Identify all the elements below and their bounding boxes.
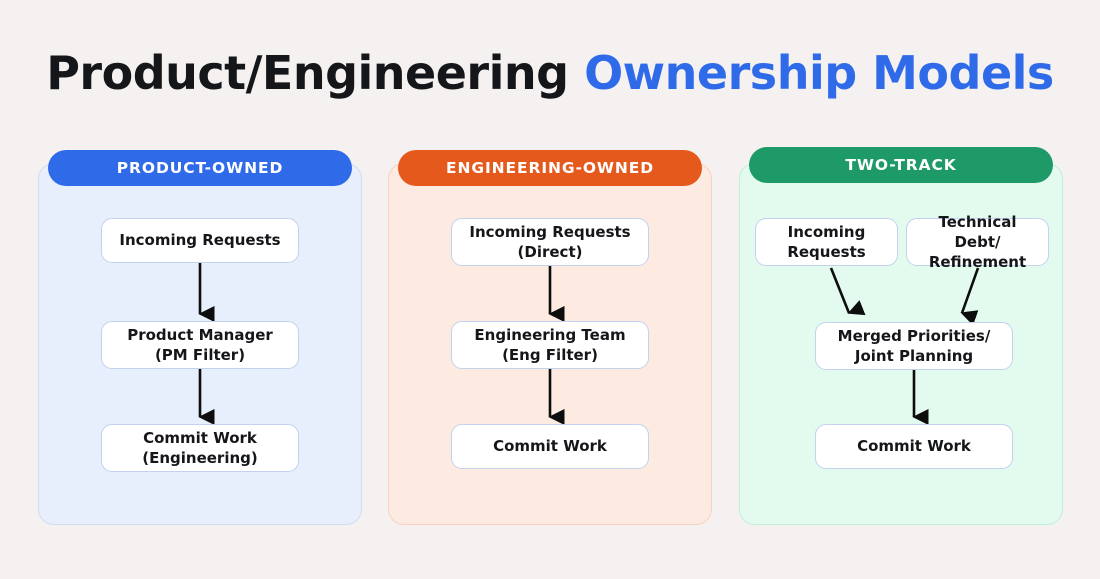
node-commit-work-c3[interactable]: Commit Work (815, 424, 1013, 469)
node-line-1: Engineering Team (474, 325, 626, 344)
node-line-2: Refinement (928, 253, 1027, 272)
page-title-accent: Ownership Models (584, 46, 1054, 100)
node-line-1: Technical Debt/ (938, 212, 1017, 251)
node-line-2: (PM Filter) (154, 346, 246, 364)
node-line-1: Commit Work (143, 428, 257, 447)
node-engineering-team[interactable]: Engineering Team (Eng Filter) (451, 321, 649, 369)
node-line-2: (Engineering) (142, 449, 258, 467)
header-two-track: TWO-TRACK (749, 147, 1053, 183)
page-title: Product/Engineering Ownership Models (0, 48, 1100, 99)
header-engineering-owned: ENGINEERING-OWNED (398, 150, 702, 186)
node-line-1: Incoming (787, 222, 866, 241)
node-line-2: Joint Planning (854, 347, 974, 365)
header-product-owned: PRODUCT-OWNED (48, 150, 352, 186)
node-merged-priorities[interactable]: Merged Priorities/ Joint Planning (815, 322, 1013, 370)
node-line-1: Incoming Requests (469, 222, 631, 241)
node-incoming-requests-c2[interactable]: Incoming Requests (Direct) (451, 218, 649, 266)
node-incoming-requests-c1[interactable]: Incoming Requests (101, 218, 299, 263)
node-incoming-requests-c3[interactable]: Incoming Requests (755, 218, 898, 266)
node-line-2: (Direct) (517, 243, 583, 261)
node-line-1: Product Manager (127, 325, 273, 344)
page-title-primary: Product/Engineering (46, 46, 569, 100)
node-product-manager[interactable]: Product Manager (PM Filter) (101, 321, 299, 369)
node-line-1: Merged Priorities/ (837, 326, 991, 345)
node-line-2: (Eng Filter) (502, 346, 598, 364)
node-line-1: Commit Work (857, 437, 971, 456)
node-technical-debt[interactable]: Technical Debt/ Refinement (906, 213, 1049, 271)
node-line-2: Requests (787, 243, 866, 261)
node-line-1: Incoming Requests (119, 231, 281, 250)
node-commit-work-c1[interactable]: Commit Work (Engineering) (101, 424, 299, 472)
node-line-1: Commit Work (493, 437, 607, 456)
node-commit-work-c2[interactable]: Commit Work (451, 424, 649, 469)
